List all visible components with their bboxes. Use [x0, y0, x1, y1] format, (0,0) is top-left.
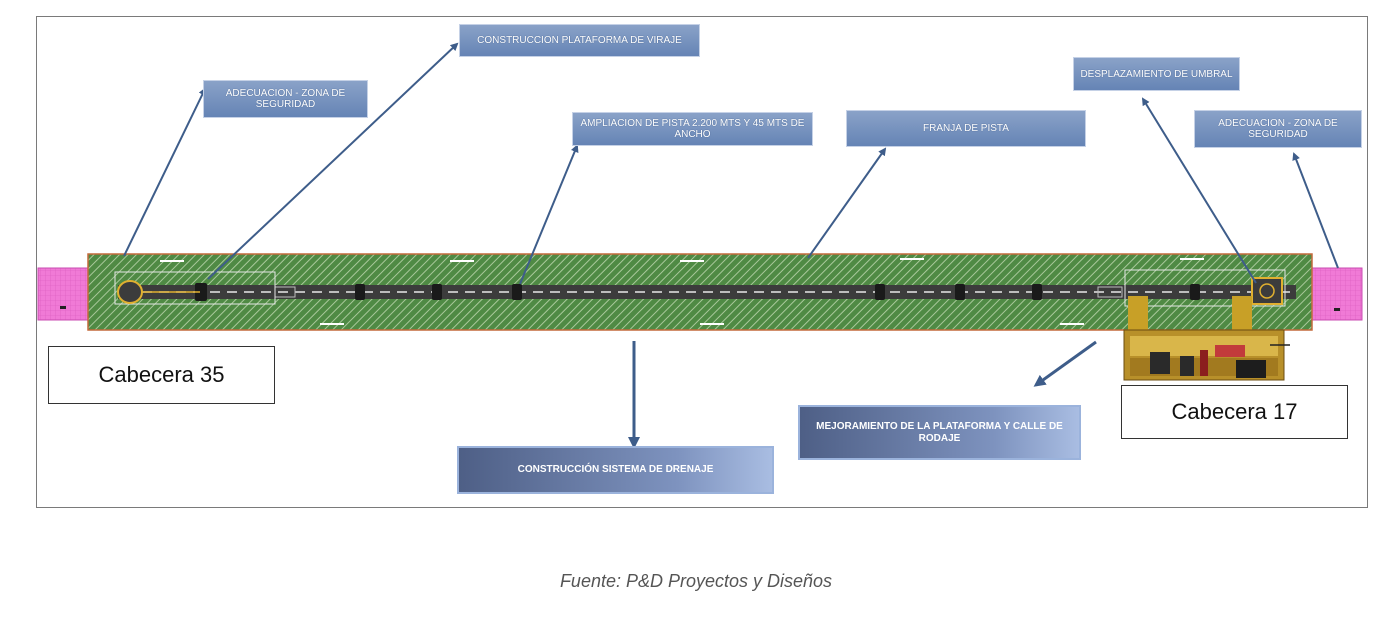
- leader-arrows: [123, 42, 1339, 285]
- runway-edge-markings: [195, 283, 1200, 301]
- label-franja-pista: FRANJA DE PISTA: [846, 110, 1086, 147]
- leader-arrows-bold: [628, 340, 1097, 449]
- label-sistema-drenaje: CONSTRUCCIÓN SISTEMA DE DRENAJE: [457, 446, 774, 494]
- cabecera-17-box: Cabecera 17: [1121, 385, 1348, 439]
- label-adecuacion-right: ADECUACION - ZONA DE SEGURIDAD: [1194, 110, 1362, 148]
- safety-zone-right: [1311, 267, 1363, 321]
- cabecera-35-box: Cabecera 35: [48, 346, 275, 404]
- arrow-ampliacion-pista: [519, 144, 579, 285]
- label-desplazamiento-umbral: DESPLAZAMIENTO DE UMBRAL: [1073, 57, 1240, 91]
- threshold-right: [1251, 277, 1283, 305]
- label-plataforma-viraje: CONSTRUCCION PLATAFORMA DE VIRAJE: [459, 24, 700, 57]
- safety-zone-left: [37, 267, 89, 321]
- arrow-plataforma-viraje: [207, 42, 459, 280]
- apron-taxiway: [1123, 296, 1290, 381]
- arrow-adecuacion-left: [123, 87, 206, 257]
- source-caption: Fuente: P&D Proyectos y Diseños: [559, 571, 833, 591]
- turning-platform-left: [117, 280, 200, 304]
- label-mejoramiento: MEJORAMIENTO DE LA PLATAFORMA Y CALLE DE…: [798, 405, 1081, 460]
- arrow-mejoramiento: [1033, 340, 1097, 387]
- strip-markers: [160, 258, 1204, 325]
- arrow-adecuacion-right: [1292, 152, 1339, 269]
- arrow-desplazamiento-umbral: [1141, 97, 1257, 284]
- arrow-franja-pista: [807, 147, 887, 259]
- label-adecuacion-left: ADECUACION - ZONA DE SEGURIDAD: [203, 80, 368, 118]
- label-ampliacion-pista: AMPLIACION DE PISTA 2.200 MTS Y 45 MTS D…: [572, 112, 813, 146]
